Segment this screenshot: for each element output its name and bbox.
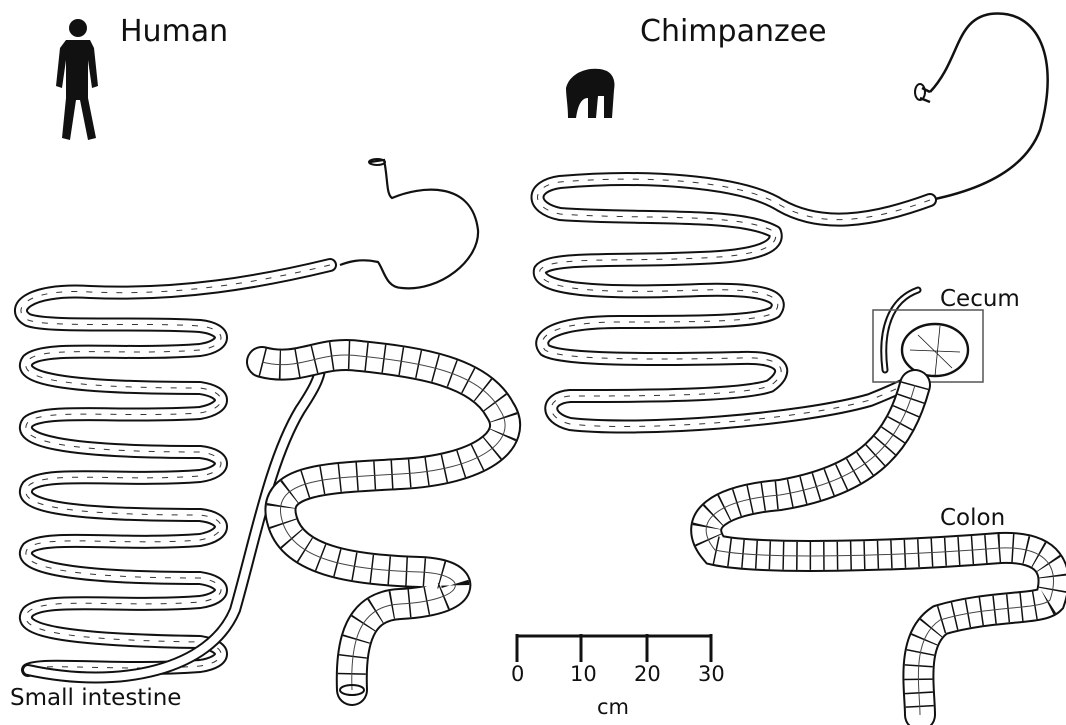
scale-unit-label: cm (597, 695, 629, 719)
human-label: Human (120, 14, 228, 49)
chimp-esophagus-opening (915, 84, 925, 100)
colon-label: Colon (940, 505, 1005, 531)
cecum-label: Cecum (940, 286, 1020, 312)
human-small-intestine (21, 265, 330, 670)
scale-tick-label: 10 (570, 662, 597, 686)
human-stomach (340, 160, 478, 288)
scale-tick-label: 30 (698, 662, 725, 686)
chimp-colon (706, 385, 1053, 715)
chimpanzee-label: Chimpanzee (640, 14, 827, 49)
scale-tick-label: 20 (634, 662, 661, 686)
chimpanzee-silhouette-icon (566, 69, 615, 118)
scale-bar (517, 634, 711, 662)
scale-tick-label: 0 (511, 662, 524, 686)
chimp-stomach (840, 14, 1048, 225)
small-intestine-label: Small intestine (10, 685, 181, 711)
chimp-small-intestine (538, 179, 931, 426)
human-silhouette-icon (56, 19, 98, 140)
